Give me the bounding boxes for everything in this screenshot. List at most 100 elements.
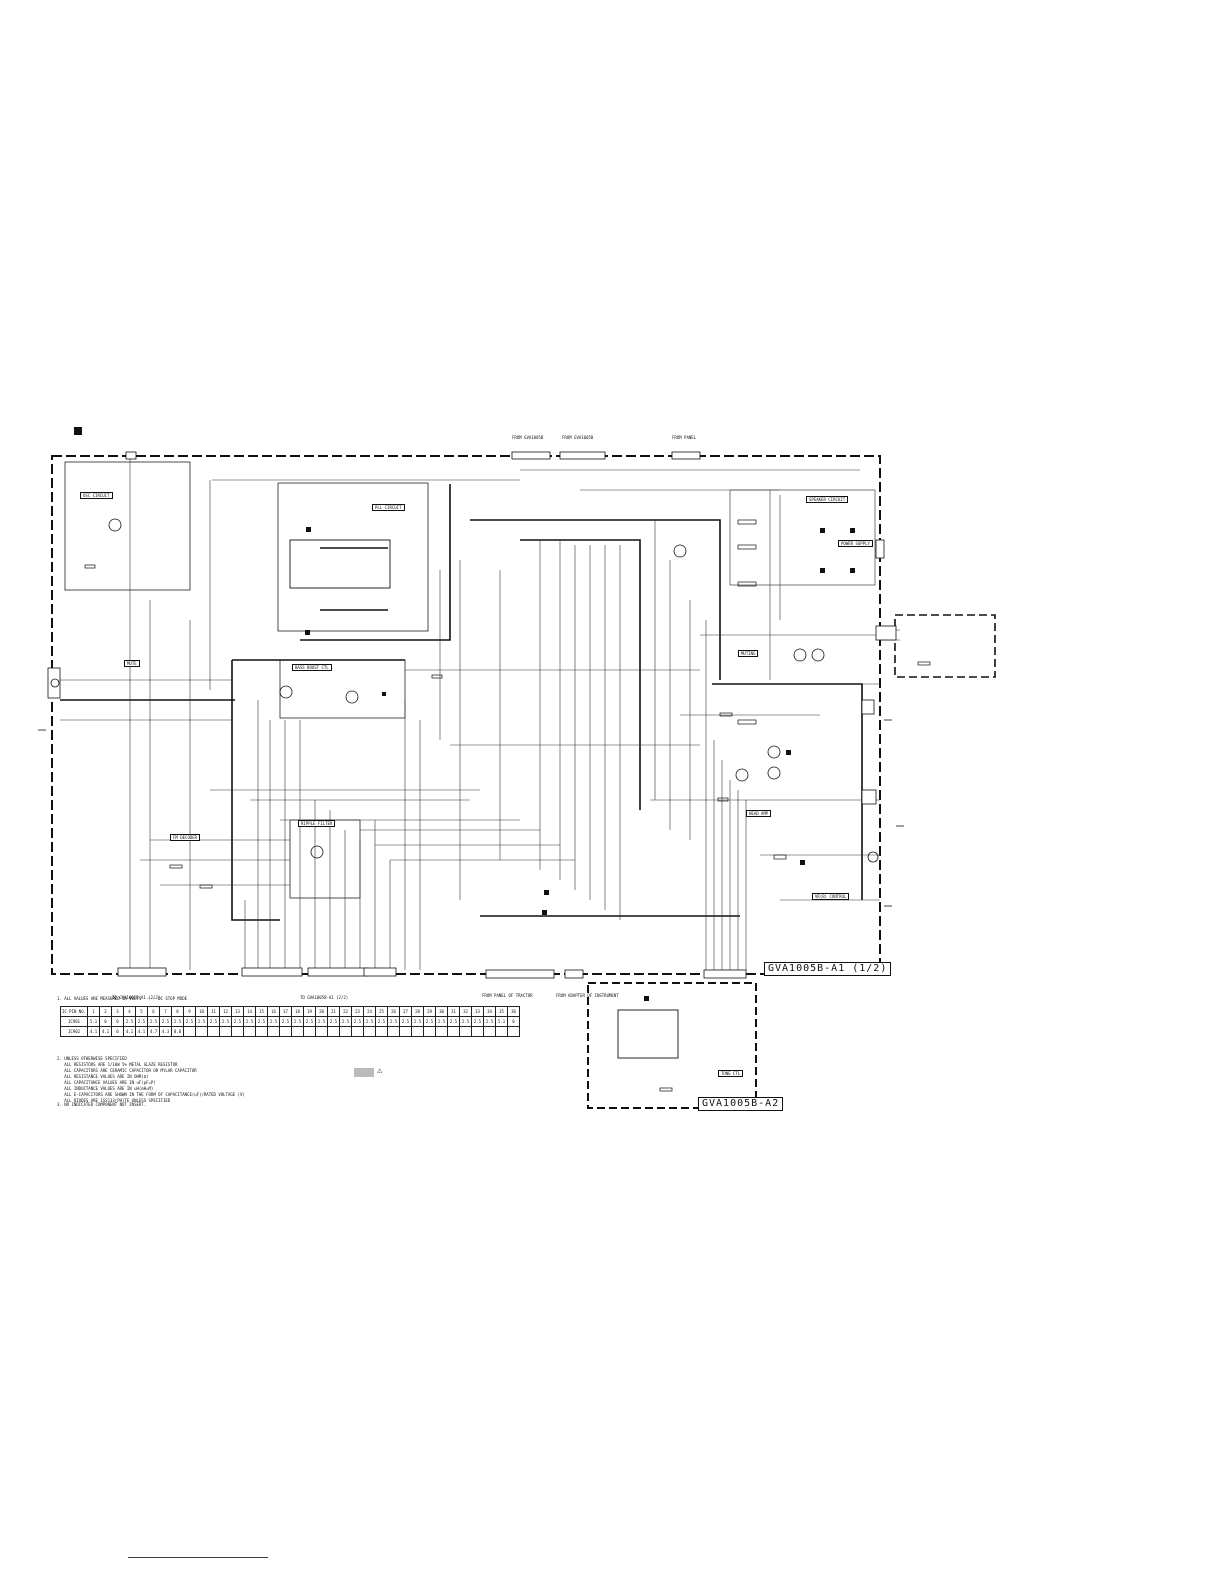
pll-block	[277, 482, 429, 632]
table-cell: 2.5	[279, 1016, 292, 1027]
table-cell: 2.5	[471, 1016, 484, 1027]
table-cell: 27	[399, 1006, 412, 1017]
power-supply-label: POWER SUPPLY	[838, 540, 873, 547]
table-cell: 34	[483, 1006, 496, 1017]
shaded-part-swatch	[354, 1068, 374, 1077]
bottom-connector-note-r2: FROM ADAPTER OF INSTRUMENT	[556, 993, 619, 998]
table-cell: 4.3	[159, 1026, 172, 1037]
sub-board-tag: GVA1005B-A2	[698, 1097, 784, 1111]
table-cell	[507, 1026, 520, 1037]
table-cell: 23	[351, 1006, 364, 1017]
speaker-block	[729, 489, 876, 586]
table-cell: 18	[291, 1006, 304, 1017]
table-cell: 2.5	[183, 1016, 196, 1027]
table-cell: 2.5	[447, 1016, 460, 1027]
table-cell: 1	[87, 1006, 100, 1017]
table-cell: 2.5	[171, 1016, 184, 1027]
table-cell: 35	[495, 1006, 508, 1017]
top-connector-note-2: FROM GVA1005B	[562, 435, 594, 440]
note-3: 3. NO INDICATED COMPONENT NOT INSERT.	[57, 1102, 147, 1107]
table-cell: 2.5	[435, 1016, 448, 1027]
table-cell: 0.0	[171, 1026, 184, 1037]
pll-circuit-label: PLL CIRCUIT	[372, 504, 405, 511]
table-cell: 14	[243, 1006, 256, 1017]
table-cell	[447, 1026, 460, 1037]
table-cell	[375, 1026, 388, 1037]
main-board-tag: GVA1005B-A1 (1/2)	[764, 962, 892, 976]
table-cell: 11	[207, 1006, 220, 1017]
table-cell: 2.5	[423, 1016, 436, 1027]
table-cell: 2.5	[483, 1016, 496, 1027]
ic901-body	[289, 539, 391, 589]
table-cell: 2.5	[159, 1016, 172, 1027]
mute-label: MUTE	[124, 660, 140, 667]
table-cell	[231, 1026, 244, 1037]
table-cell	[207, 1026, 220, 1037]
fm-decoder-label: FM DECODER	[170, 834, 201, 841]
table-cell: 0	[111, 1016, 124, 1027]
table-cell: 2.5	[207, 1016, 220, 1027]
table-cell	[423, 1026, 436, 1037]
table-cell: 4.1	[87, 1026, 100, 1037]
table-cell	[471, 1026, 484, 1037]
table-cell: 2.5	[231, 1016, 244, 1027]
row-label: IC901	[60, 1016, 88, 1027]
table-cell	[303, 1026, 316, 1037]
table-cell: 31	[447, 1006, 460, 1017]
safety-warning-icon: ⚠	[377, 1066, 383, 1076]
table-cell	[387, 1026, 400, 1037]
table-cell: 2.5	[135, 1016, 148, 1027]
table-cell: 2.5	[243, 1016, 256, 1027]
note-2: 2. UNLESS OTHERWISE SPECIFIED ALL RESIST…	[57, 1056, 245, 1103]
table-cell	[183, 1026, 196, 1037]
table-cell: 4.1	[99, 1026, 112, 1037]
table-cell	[351, 1026, 364, 1037]
table-cell	[495, 1026, 508, 1037]
table-cell: 3	[111, 1006, 124, 1017]
table-cell: 21	[327, 1006, 340, 1017]
vr-control-label: VR(B) CONTROL	[812, 893, 850, 900]
table-cell: 2.5	[387, 1016, 400, 1027]
table-cell: 2.5	[315, 1016, 328, 1027]
table-cell: 6	[147, 1006, 160, 1017]
bass-boost-label: BASS BOOST CTL	[292, 664, 332, 671]
table-cell: 33	[471, 1006, 484, 1017]
table-cell: 0	[111, 1026, 124, 1037]
table-cell: 25	[375, 1006, 388, 1017]
table-cell	[279, 1026, 292, 1037]
table-cell: 15	[255, 1006, 268, 1017]
table-cell: 2.5	[351, 1016, 364, 1027]
table-cell: 24	[363, 1006, 376, 1017]
table-cell	[255, 1026, 268, 1037]
head-amp-label: HEAD AMP	[746, 810, 772, 817]
row-label: IC PIN NO.	[60, 1006, 88, 1017]
table-cell: 28	[411, 1006, 424, 1017]
table-cell: 5	[135, 1006, 148, 1017]
bottom-connector-note-r1: FROM PANEL OF TRACTOR	[482, 993, 533, 998]
table-cell: 32	[459, 1006, 472, 1017]
table-cell: 20	[315, 1006, 328, 1017]
ripple-filter-label: RIPPLE FILTER	[298, 820, 336, 827]
table-cell: 26	[387, 1006, 400, 1017]
table-cell: 16	[267, 1006, 280, 1017]
table-cell: 4.1	[135, 1026, 148, 1037]
table-cell	[459, 1026, 472, 1037]
table-cell	[291, 1026, 304, 1037]
table-cell	[483, 1026, 496, 1037]
table-cell	[219, 1026, 232, 1037]
table-cell: 2.5	[255, 1016, 268, 1027]
table-cell: 2.5	[363, 1016, 376, 1027]
table-cell: 8	[171, 1006, 184, 1017]
table-cell	[195, 1026, 208, 1037]
table-cell	[435, 1026, 448, 1037]
table-cell: 2.5	[195, 1016, 208, 1027]
table-cell: 2.5	[375, 1016, 388, 1027]
osc-circuit-label: OSC CIRCUIT	[80, 492, 113, 499]
table-cell: 17	[279, 1006, 292, 1017]
table-cell: 12	[219, 1006, 232, 1017]
table-cell	[327, 1026, 340, 1037]
table-cell: 22	[339, 1006, 352, 1017]
